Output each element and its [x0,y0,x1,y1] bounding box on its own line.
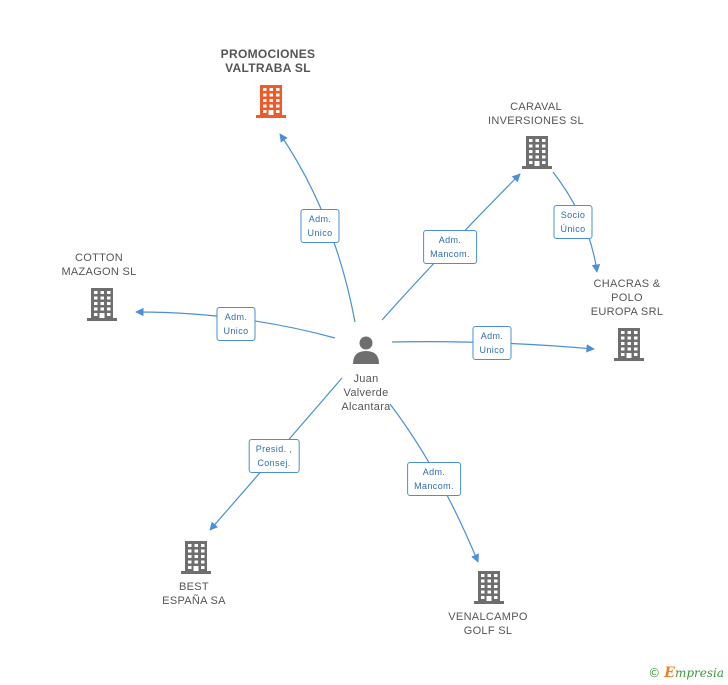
icons-layer [87,85,644,604]
edge-label-line: Unico [307,228,333,238]
edge-label-center-venalcampo[interactable]: Adm. Mancom. [407,462,461,496]
node-label-line: CHACRAS & [593,278,661,290]
node-label-line: EUROPA SRL [590,306,664,318]
edge-label-line: Adm. [308,214,332,224]
node-label-line: PROMOCIONES [220,47,316,61]
node-label-line: VALTRABA SL [225,61,311,75]
edge-label-line: Adm. [438,235,462,245]
building-icon-venalcampo[interactable] [474,571,504,604]
edge-label-center-promociones[interactable]: Adm. Unico [300,209,340,243]
brand-logo-text: mpresia [674,666,724,680]
node-label-line: Valverde [343,387,389,399]
node-label-line: BEST [179,581,209,593]
node-label-line: Juan [353,373,379,385]
node-label-line: VENALCAMPO [448,611,528,623]
person-icon[interactable] [353,336,379,365]
edge-label-line: Unico [223,326,249,336]
building-icon-promociones[interactable] [256,85,286,118]
node-label-line: POLO [611,292,643,304]
building-icon-best[interactable] [181,541,211,574]
edge-label-line: Socio [560,210,586,220]
edge-label-line: Adm. [422,467,446,477]
edge-label-center-cotton[interactable]: Adm. Unico [216,307,256,341]
node-label-line: COTTON [74,252,124,264]
edge-label-center-caraval[interactable]: Adm. Mancom. [423,230,477,264]
edge-label-line: Único [560,224,586,234]
node-label-line: MAZAGON SL [61,266,137,278]
company-label-venalcampo[interactable]: VENALCAMPO GOLF SL [448,610,527,638]
node-label-line: ESPAÑA SA [162,595,226,607]
building-icon-caraval[interactable] [522,136,552,169]
company-label-best[interactable]: BEST ESPAÑA SA [162,580,226,608]
node-label-line: CARAVAL [510,101,562,113]
company-label-cotton[interactable]: COTTON MAZAGON SL [61,251,136,279]
edge-label-line: Unico [479,345,505,355]
company-label-caraval[interactable]: CARAVAL INVERSIONES SL [488,100,584,128]
brand-footer: ©Empresia [648,665,724,681]
edge-label-center-best[interactable]: Presid. , Consej. [248,439,300,473]
node-label-line: INVERSIONES SL [488,115,584,127]
edge-label-line: Presid. , [255,444,293,454]
edge-label-center-chacras[interactable]: Adm. Unico [472,326,512,360]
edge-label-line: Adm. [480,331,504,341]
node-label-line: GOLF SL [463,625,513,637]
edge-label-line: Adm. [224,312,248,322]
building-icon-cotton[interactable] [87,288,117,321]
node-label-line: Alcantara [341,401,391,413]
edge-label-line: Consej. [257,458,291,468]
edge-label-line: Mancom. [414,481,454,491]
copyright-symbol: © [648,666,661,680]
edge-label-line: Mancom. [430,249,470,259]
building-icon-chacras[interactable] [614,328,644,361]
brand-logo-initial: E [664,665,675,681]
company-label-chacras[interactable]: CHACRAS & POLO EUROPA SRL [591,277,664,319]
